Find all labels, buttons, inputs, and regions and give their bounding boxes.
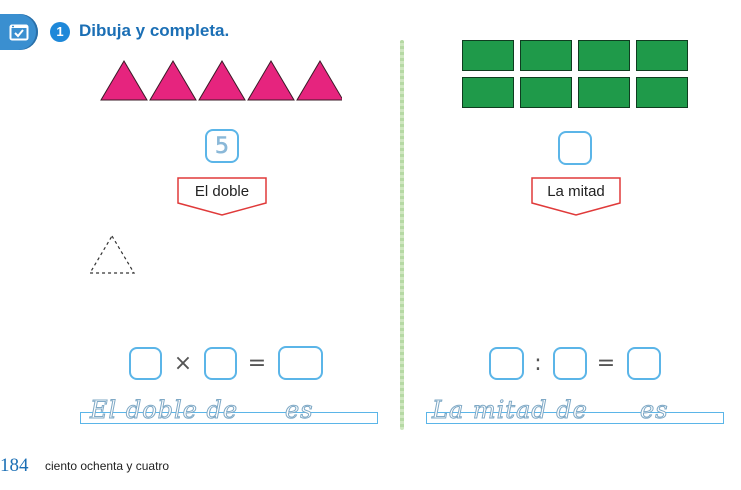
triangle-group (100, 60, 342, 101)
tracing-line (80, 412, 378, 424)
rectangle-shape (520, 77, 572, 108)
trace-text-part1: El doble de (89, 396, 239, 425)
rectangle-shape (636, 40, 688, 71)
rectangle-count-box[interactable] (558, 131, 592, 165)
page-number-words: ciento ochenta y cuatro (45, 459, 170, 473)
label-pointer-shape (531, 177, 621, 216)
label-text: El doble (194, 183, 250, 200)
label-la-mitad: La mitad (531, 177, 621, 221)
divisor-box[interactable] (553, 347, 587, 380)
triangle-shape (149, 60, 197, 101)
trace-text-part1: La mitad de (432, 396, 588, 425)
factor-box-1[interactable] (129, 347, 162, 380)
triangle-count-box[interactable]: 5 (205, 129, 239, 163)
triangle-shape (296, 60, 342, 101)
rectangle-shape (462, 40, 514, 71)
divide-sign: : (534, 351, 542, 376)
dashed-triangle[interactable] (88, 233, 138, 275)
triangle-shape (247, 60, 295, 101)
result-box[interactable] (278, 346, 323, 380)
multiply-sign: × (173, 351, 193, 376)
rectangle-shape (462, 77, 514, 108)
rectangle-shape (520, 40, 572, 71)
quotient-box[interactable] (627, 347, 661, 380)
trace-text-part2: es (640, 396, 669, 425)
triangle-shape (198, 60, 246, 101)
activity-icon (0, 14, 38, 50)
factor-box-2[interactable] (204, 347, 237, 380)
checkbox-icon (9, 24, 29, 41)
tracing-line (426, 412, 724, 424)
trace-text-part2: es (285, 396, 314, 425)
page-divider (400, 40, 404, 430)
label-text: La mitad (547, 183, 605, 200)
equals-sign: = (596, 351, 616, 376)
label-el-doble: El doble (177, 177, 267, 221)
dividend-box[interactable] (489, 347, 524, 380)
rectangle-shape (636, 77, 688, 108)
label-pointer-shape (177, 177, 267, 216)
page-number: 184 (0, 455, 29, 476)
rectangle-shape (578, 77, 630, 108)
triangle-shape (100, 60, 148, 101)
rectangle-shape (578, 40, 630, 71)
activity-number: 1 (50, 22, 70, 42)
rectangle-group (462, 40, 690, 110)
equals-sign: = (247, 351, 267, 376)
instruction-text: Dibuja y completa. (79, 21, 230, 40)
